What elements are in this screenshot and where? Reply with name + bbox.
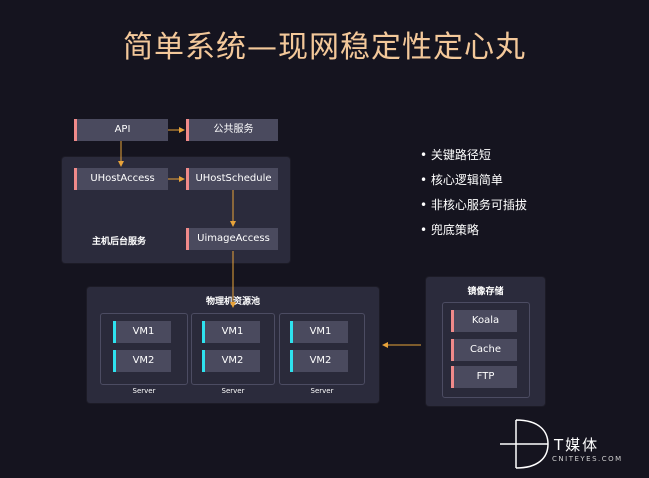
logo-text-en: CNITEYES.COM <box>552 455 623 463</box>
storage-inner: Koala Cache FTP <box>442 302 530 398</box>
server-2: VM1 VM2 <box>191 313 275 385</box>
uhost-schedule-box: UHostSchedule <box>186 168 278 190</box>
image-storage-panel: 镜像存储 Koala Cache FTP <box>426 277 545 406</box>
vm1-box: VM1 <box>113 321 171 343</box>
image-storage-label: 镜像存储 <box>467 287 504 297</box>
bullet-item: • 关键路径短 <box>420 148 491 162</box>
server-label: Server <box>221 387 245 395</box>
koala-box: Koala <box>451 310 517 332</box>
uimage-access-box: UimageAccess <box>186 228 278 250</box>
vm2-box: VM2 <box>113 350 171 372</box>
bullet-item: • 非核心服务可插拔 <box>420 198 527 212</box>
bullet-item: • 兜底策略 <box>420 223 479 237</box>
server-3: VM1 VM2 <box>279 313 365 385</box>
server-label: Server <box>132 387 156 395</box>
vm2-box: VM2 <box>290 350 348 372</box>
ftp-box: FTP <box>451 366 517 388</box>
logo-text-cn: T媒体 <box>554 436 600 454</box>
uhost-access-box: UHostAccess <box>74 168 168 190</box>
server-label: Server <box>310 387 334 395</box>
vm1-box: VM1 <box>202 321 260 343</box>
public-service-box: 公共服务 <box>186 119 278 141</box>
host-backend-panel: UHostAccess UHostSchedule 主机后台服务 UimageA… <box>62 157 290 263</box>
page-title: 简单系统—现网稳定性定心丸 <box>123 30 526 65</box>
vm1-box: VM1 <box>290 321 348 343</box>
host-backend-label: 主机后台服务 <box>92 237 147 247</box>
server-1: VM1 VM2 <box>100 313 188 385</box>
cache-box: Cache <box>451 339 517 361</box>
vm2-box: VM2 <box>202 350 260 372</box>
bullet-item: • 核心逻辑简单 <box>420 173 503 187</box>
resource-pool-panel: 物理机资源池 VM1 VM2 Server VM1 VM2 Server VM1… <box>87 287 379 403</box>
api-box: API <box>74 119 168 141</box>
